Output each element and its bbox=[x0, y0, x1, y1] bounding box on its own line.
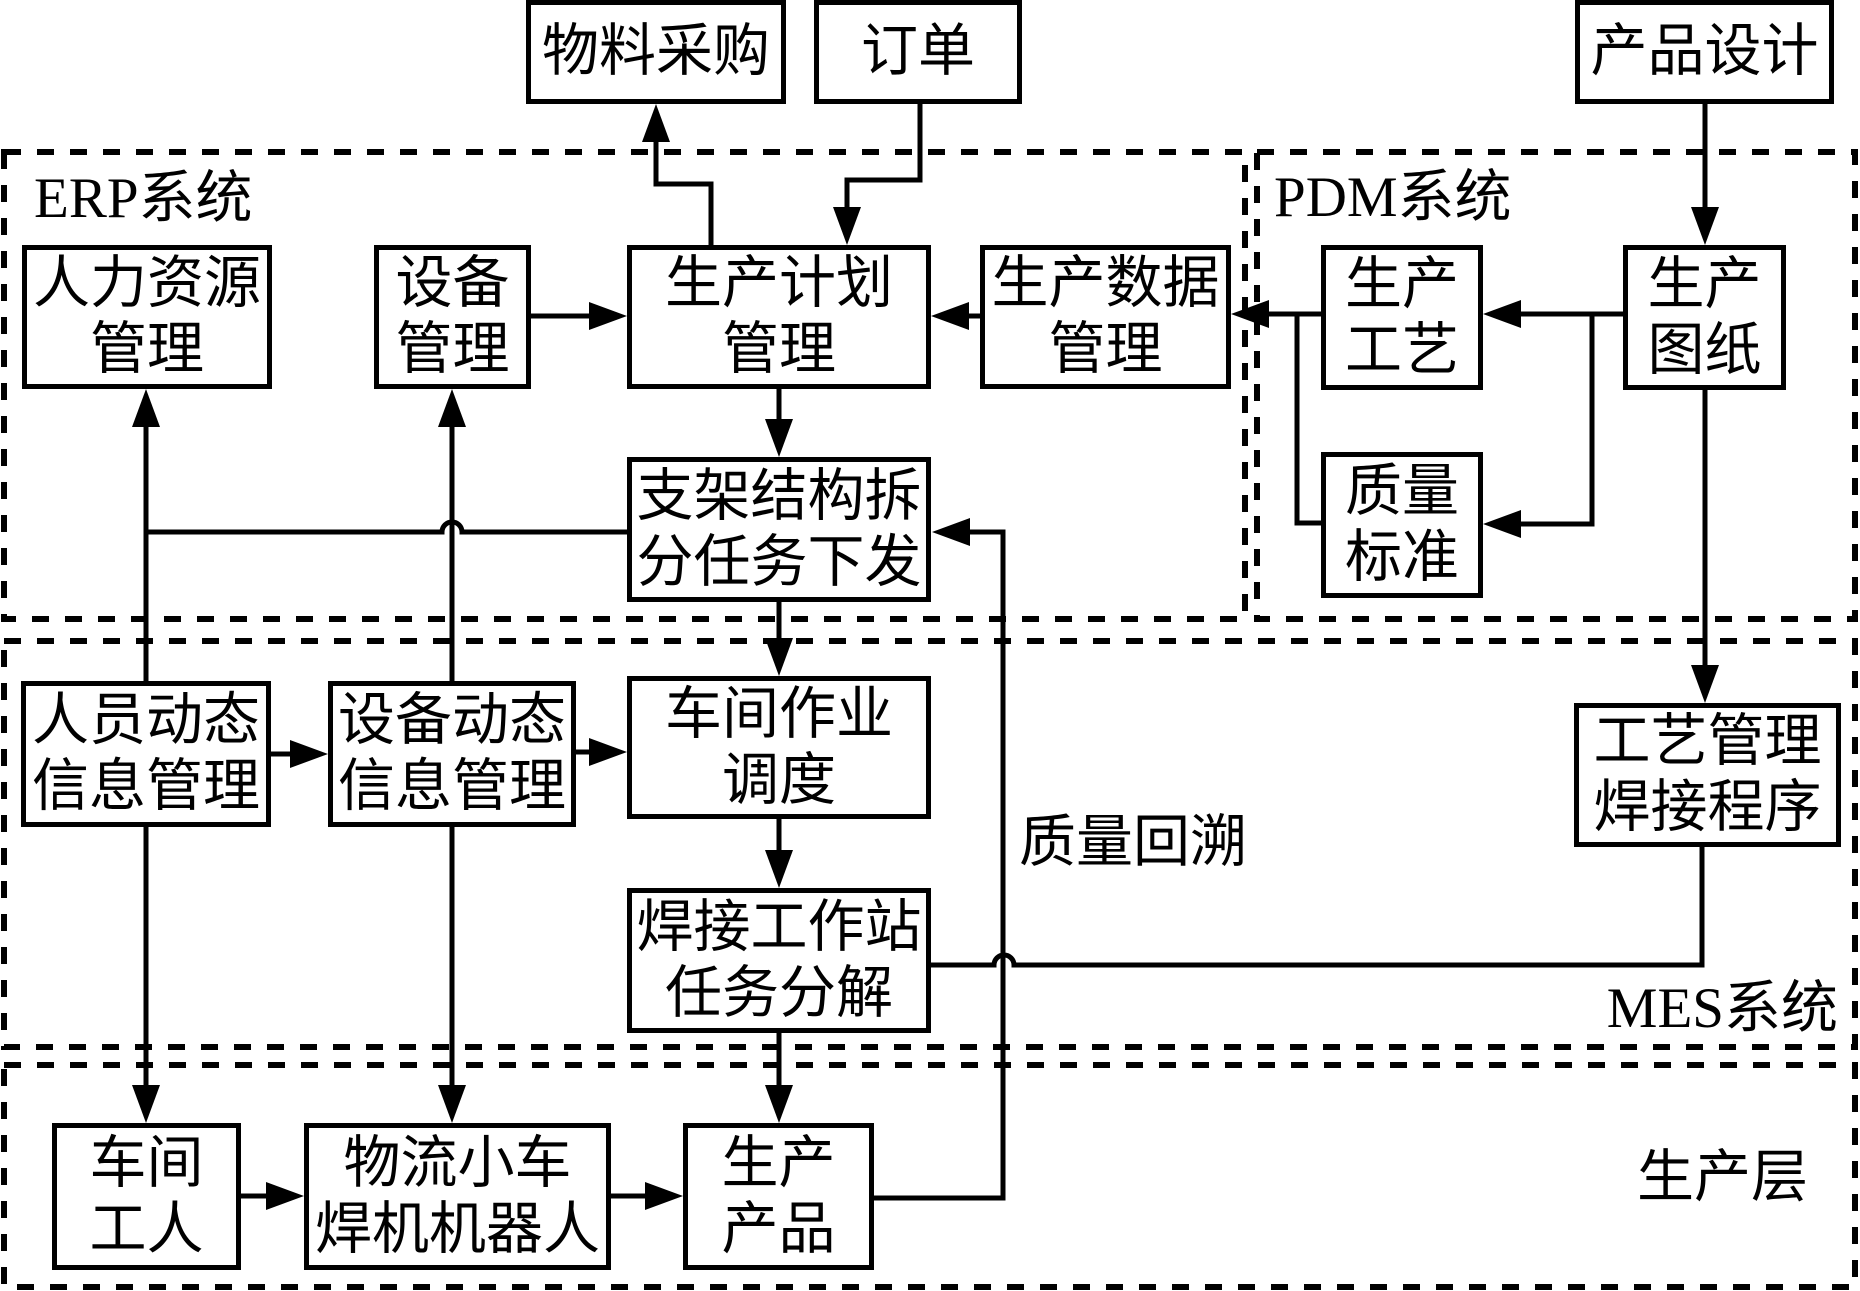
node-label-line-2: 信息管理 bbox=[32, 755, 260, 818]
node-label-line-1: 人力资源 bbox=[33, 252, 261, 315]
node-label-line-1: 生产 bbox=[1647, 252, 1762, 316]
node-order: 订单 bbox=[814, 0, 1022, 104]
link-quality-std-to-prod-data bbox=[1294, 314, 1321, 526]
node-label-line-1: 生产计划 bbox=[665, 252, 893, 315]
node-label-line-1: 设备动态 bbox=[338, 689, 566, 752]
node-finished-product: 生产 产品 bbox=[683, 1123, 874, 1270]
quality-trace-label: 质量回溯 bbox=[1019, 811, 1247, 874]
node-label-line-1: 设备 bbox=[395, 252, 510, 315]
pdm-region-label: PDM系统 bbox=[1274, 166, 1512, 229]
node-label-line-2: 管理 bbox=[722, 318, 836, 381]
node-label-line-1: 生产 bbox=[1345, 252, 1459, 316]
node-label-line-2: 工艺 bbox=[1345, 318, 1459, 382]
node-label-line-2: 分任务下发 bbox=[636, 530, 922, 594]
node-label-line-2: 管理 bbox=[1048, 318, 1163, 381]
arrow-quality-trace-product-to-dispatch bbox=[874, 518, 1006, 1201]
node-staff-dynamic-info: 人员动态 信息管理 bbox=[21, 681, 271, 827]
production-region-border bbox=[1, 1062, 1858, 1290]
node-label-line-2: 焊接程序 bbox=[1593, 776, 1822, 839]
node-production-process: 生产 工艺 bbox=[1321, 245, 1483, 390]
node-production-data: 生产数据 管理 bbox=[980, 245, 1231, 389]
node-label-line-2: 产品 bbox=[721, 1197, 836, 1261]
link-weld-prog-to-weld-station bbox=[930, 847, 1705, 968]
mes-region-label: MES系统 bbox=[1606, 977, 1838, 1040]
node-label-line-1: 质量 bbox=[1345, 460, 1459, 523]
arrow-drawing-to-quality-std bbox=[1483, 314, 1595, 538]
connectors bbox=[132, 104, 1719, 1210]
node-production-drawing: 生产 图纸 bbox=[1623, 245, 1786, 390]
node-label-line-2: 标准 bbox=[1345, 526, 1459, 589]
node-workshop-workers: 车间 工人 bbox=[52, 1123, 241, 1270]
node-workshop-scheduling: 车间作业 调度 bbox=[627, 676, 931, 819]
node-hr-management: 人力资源 管理 bbox=[22, 245, 272, 389]
node-material-purchase: 物料采购 bbox=[526, 0, 786, 104]
node-label-line-1: 人员动态 bbox=[32, 689, 260, 752]
node-label-line-2: 信息管理 bbox=[338, 755, 566, 818]
node-equipment-dynamic-info: 设备动态 信息管理 bbox=[328, 681, 576, 827]
node-label-line-2: 任务分解 bbox=[665, 961, 893, 1025]
node-label-line-1: 支架结构拆 bbox=[636, 464, 922, 528]
region-borders bbox=[1, 149, 1858, 1290]
node-label-line-2: 调度 bbox=[722, 748, 836, 812]
node-label-line-1: 工艺管理 bbox=[1593, 710, 1822, 773]
node-label: 产品设计 bbox=[1590, 20, 1819, 83]
node-welding-station-tasks: 焊接工作站 任务分解 bbox=[627, 888, 931, 1033]
pdm-region-border bbox=[1254, 149, 1858, 622]
node-task-dispatch: 支架结构拆 分任务下发 bbox=[627, 457, 931, 602]
node-label-line-1: 物流小车 bbox=[343, 1131, 572, 1195]
node-welding-program: 工艺管理 焊接程序 bbox=[1574, 703, 1841, 847]
node-label-line-1: 车间作业 bbox=[665, 682, 893, 746]
node-label-line-1: 焊接工作站 bbox=[636, 895, 922, 959]
node-production-plan: 生产计划 管理 bbox=[627, 245, 931, 389]
erp-region-label: ERP系统 bbox=[34, 167, 253, 230]
node-quality-standard: 质量 标准 bbox=[1321, 452, 1483, 598]
link-dispatch-to-hr-branch bbox=[146, 519, 627, 535]
node-label-line-2: 管理 bbox=[395, 318, 510, 381]
node-product-design: 产品设计 bbox=[1575, 0, 1834, 104]
node-label-line-2: 焊机机器人 bbox=[315, 1197, 600, 1261]
node-label: 订单 bbox=[861, 20, 975, 83]
production-layer-label: 生产层 bbox=[1637, 1146, 1808, 1209]
erp-region-border bbox=[1, 149, 1248, 622]
node-label-line-2: 工人 bbox=[89, 1197, 204, 1261]
arrow-plan-to-material-purchase bbox=[642, 104, 714, 245]
node-agv-welding-robot: 物流小车 焊机机器人 bbox=[304, 1123, 611, 1270]
arrow-order-to-plan bbox=[833, 104, 923, 245]
node-label-line-1: 生产数据 bbox=[991, 252, 1220, 315]
node-equipment-management: 设备 管理 bbox=[374, 245, 531, 389]
node-label-line-2: 管理 bbox=[90, 318, 204, 381]
node-label-line-1: 车间 bbox=[89, 1131, 204, 1195]
node-label: 物料采购 bbox=[542, 20, 770, 83]
node-label-line-1: 生产 bbox=[721, 1131, 836, 1195]
node-label-line-2: 图纸 bbox=[1647, 318, 1762, 382]
mes-region-border bbox=[1, 638, 1858, 1050]
